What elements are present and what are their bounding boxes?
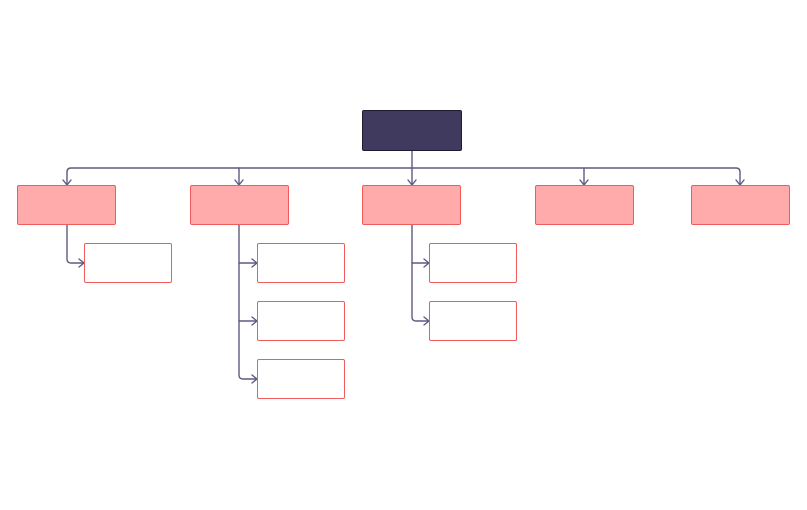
branch-node-3[interactable]	[362, 185, 461, 225]
leaf-node-3-1[interactable]	[429, 243, 517, 283]
branch-bus	[66, 167, 741, 173]
leaf-node-3-2[interactable]	[429, 301, 517, 341]
child-trunk-2	[238, 224, 257, 380]
branch-node-1[interactable]	[17, 185, 116, 225]
child-trunk-3	[411, 224, 429, 322]
leaf-node-2-1[interactable]	[257, 243, 345, 283]
root-node[interactable]	[362, 110, 462, 151]
leaf-node-2-3[interactable]	[257, 359, 345, 399]
branch-node-5[interactable]	[691, 185, 790, 225]
branch-node-4[interactable]	[535, 185, 634, 225]
leaf-node-2-2[interactable]	[257, 301, 345, 341]
branch-node-2[interactable]	[190, 185, 289, 225]
child-connector-1-1	[66, 224, 84, 264]
leaf-node-1-1[interactable]	[84, 243, 172, 283]
